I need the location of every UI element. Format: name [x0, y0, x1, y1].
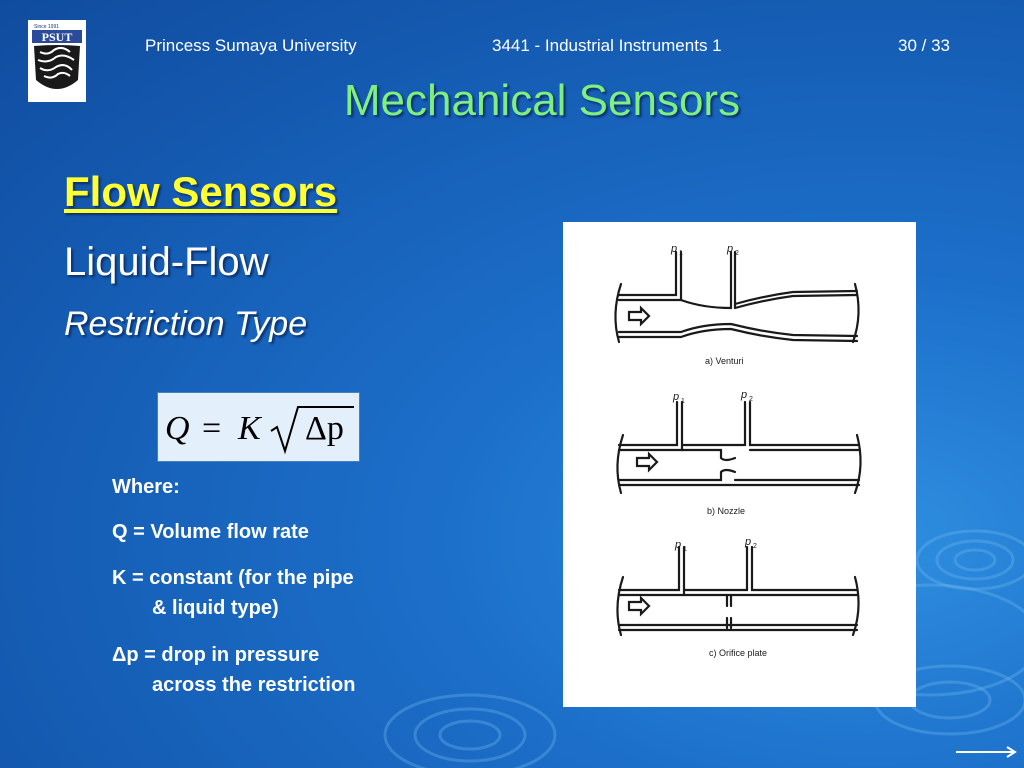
venturi-p2-label: p	[726, 243, 733, 255]
logo-acronym: PSUT	[42, 30, 73, 44]
arrow-right-icon[interactable]	[955, 745, 1017, 759]
header-page-number: 30 / 33	[898, 36, 950, 55]
venturi-p2-subscript: 2	[735, 250, 739, 257]
slide-title: Mechanical Sensors	[343, 76, 741, 125]
flow-formula: Q = K Δp	[157, 392, 360, 462]
header-university: Princess Sumaya University	[145, 36, 357, 55]
orifice-p1-subscript: 1	[683, 546, 687, 553]
orifice-caption: c) Orifice plate	[709, 648, 767, 658]
venturi-p1-subscript: 1	[679, 250, 683, 257]
formula-constant: K	[237, 410, 263, 447]
formula-render: Q = K Δp	[165, 406, 354, 455]
nozzle-diagram	[616, 400, 862, 495]
nozzle-caption: b) Nozzle	[707, 506, 745, 516]
orifice-p2-label: p	[744, 536, 751, 548]
venturi-p1-label: p	[670, 243, 677, 255]
venturi-diagram	[614, 250, 860, 344]
logo-since-text: Since 1991	[34, 24, 59, 30]
where-label: Where:	[112, 476, 180, 498]
header-course: 3441 - Industrial Instruments 1	[492, 36, 722, 55]
psut-logo-image: Since 1991 PSUT	[32, 24, 82, 89]
nozzle-p2-subscript: 2	[749, 396, 753, 403]
formula-radicand: Δp	[305, 410, 344, 447]
definition-dp-continued: across the restriction	[152, 674, 356, 696]
nozzle-p2-label: p	[740, 389, 747, 401]
square-root-sign	[270, 406, 354, 455]
flow-restriction-figure: p 1 p 2 a) Venturi p 1 p 2 b) Nozzle p 1…	[614, 243, 862, 658]
orifice-p2-subscript: 2	[753, 543, 757, 550]
definition-dp: Δp = drop in pressure	[112, 644, 320, 666]
orifice-diagram	[616, 545, 860, 637]
university-logo: Since 1991 PSUT	[28, 20, 86, 102]
section-heading: Flow Sensors	[64, 168, 338, 215]
orifice-p1-label: p	[674, 539, 681, 551]
venturi-caption: a) Venturi	[705, 356, 744, 366]
definition-k: K = constant (for the pipe	[112, 567, 354, 589]
formula-equals: =	[202, 410, 221, 447]
subsection-heading: Liquid-Flow	[64, 240, 269, 284]
restriction-diagrams: p 1 p 2 a) Venturi p 1 p 2 b) Nozzle p 1…	[563, 222, 916, 707]
definition-k-continued: & liquid type)	[152, 597, 279, 619]
type-heading: Restriction Type	[64, 305, 308, 343]
definition-q: Q = Volume flow rate	[112, 521, 309, 543]
formula-lhs: Q	[165, 410, 190, 447]
nozzle-p1-label: p	[672, 391, 679, 403]
nozzle-p1-subscript: 1	[681, 398, 685, 405]
